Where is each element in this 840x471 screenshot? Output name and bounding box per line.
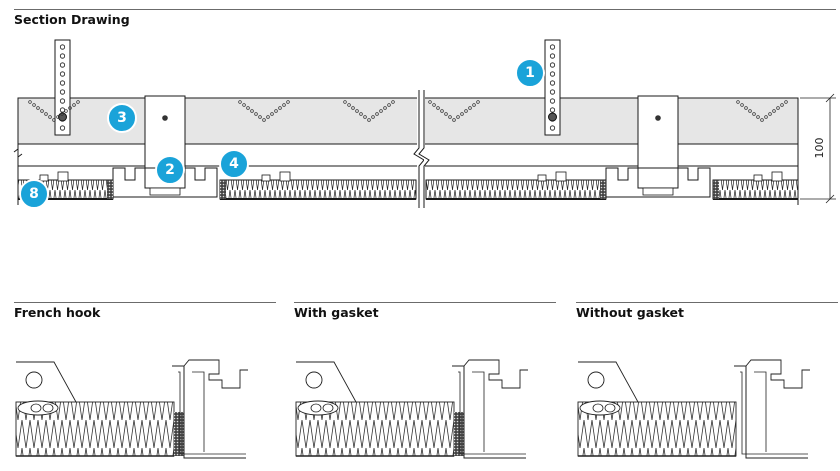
detail-without-gasket xyxy=(577,359,810,459)
callout-2: 2 xyxy=(155,155,185,185)
detail-title-french-hook: French hook xyxy=(14,305,101,320)
hanger-left xyxy=(54,39,71,136)
dimension-100 xyxy=(800,93,836,204)
callout-1: 1 xyxy=(515,58,545,88)
detail-rule-3 xyxy=(576,302,838,303)
callout-8: 8 xyxy=(19,179,49,209)
bracket-left xyxy=(112,95,218,198)
hanger-right xyxy=(544,39,561,136)
detail-french-hook xyxy=(15,359,248,459)
detail-title-with-gasket: With gasket xyxy=(294,305,379,320)
detail-rule-2 xyxy=(294,302,556,303)
detail-with-gasket xyxy=(295,359,528,459)
callout-4: 4 xyxy=(219,149,249,179)
top-rule xyxy=(14,9,836,10)
dimension-label: 100 xyxy=(813,138,826,159)
detail-rule-1 xyxy=(14,302,276,303)
section-title: Section Drawing xyxy=(14,12,130,27)
break-line-left xyxy=(13,148,23,158)
break-line-middle xyxy=(413,90,430,208)
board-hole-patterns xyxy=(28,100,788,122)
panel-clips xyxy=(39,171,783,182)
callout-3: 3 xyxy=(107,103,137,133)
gaskets xyxy=(107,180,719,199)
detail-title-without-gasket: Without gasket xyxy=(576,305,685,320)
bracket-right xyxy=(605,95,711,198)
